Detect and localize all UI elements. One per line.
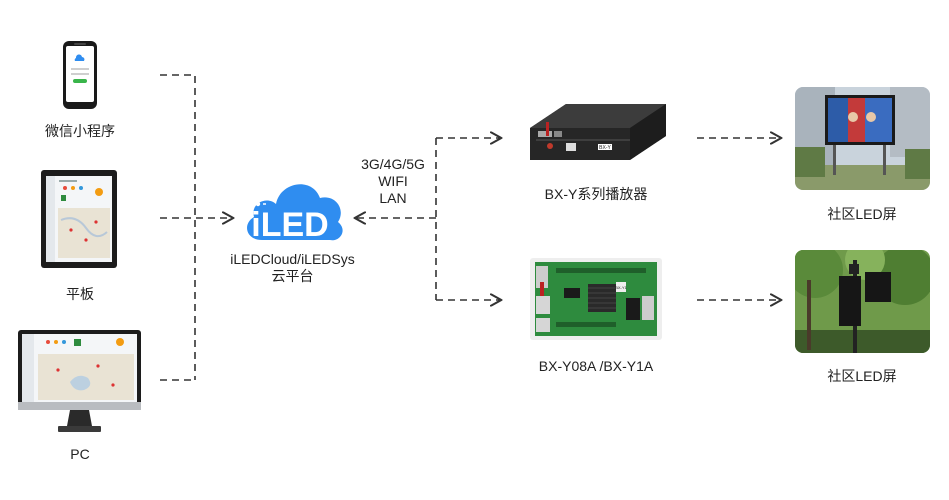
screen1-label: 社区LED屏 [827,206,897,222]
player-label: BX-Y系列播放器 [544,186,648,202]
player-device: BX-Y [526,98,670,171]
network-line3: LAN [379,190,407,206]
cloud-name-line1: iLEDCloud/iLEDSys [230,251,355,267]
tablet-device [41,170,117,273]
network-line1: 3G/4G/5G [361,156,425,172]
network-types: 3G/4G/5G WIFI LAN [348,156,438,207]
cloud-name: iLEDCloud/iLEDSys 云平台 [205,251,380,285]
board-chip: BX-Y1 [615,285,627,290]
cloud-logo-text: iLED [251,206,328,244]
cloud-logo: iLED [240,172,346,249]
player-badge: BX-Y [599,145,611,151]
board-label: BX-Y08A /BX-Y1A [538,358,654,374]
screen2-label: 社区LED屏 [827,368,897,384]
network-line2: WIFI [378,173,408,189]
pc-device [18,330,141,439]
phone-link [160,74,196,380]
cloud-name-line2: 云平台 [271,268,314,284]
led-screen-photo-1 [795,87,930,195]
tablet-label: 平板 [66,286,94,302]
board-device: BX-Y1 [530,258,662,345]
led-screen-photo-2 [795,250,930,358]
pc-label: PC [70,446,90,462]
phone-label: 微信小程序 [45,123,115,139]
phone-device [62,40,98,115]
